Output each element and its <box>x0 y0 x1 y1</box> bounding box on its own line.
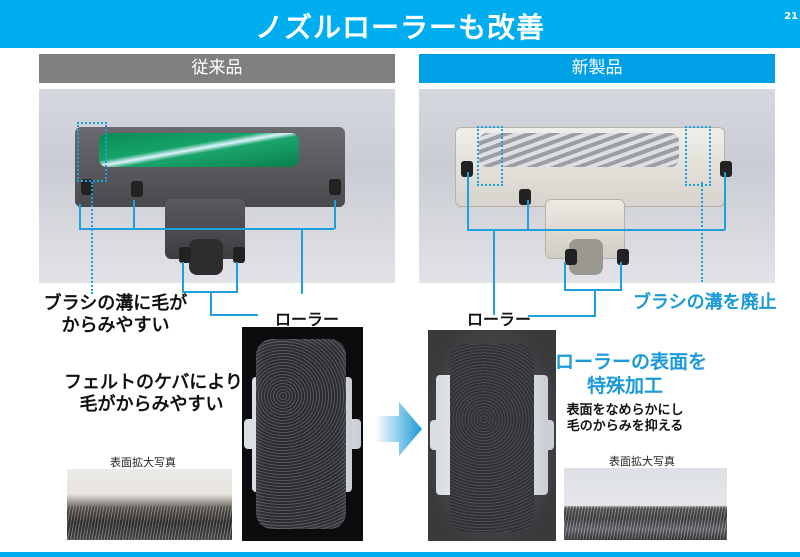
page-number: 21 <box>784 11 798 22</box>
callout-line <box>182 262 184 292</box>
old-surface-macro-photo <box>67 469 232 540</box>
nozzle-swivel <box>189 239 223 275</box>
bottom-bar <box>0 552 800 557</box>
roller-wheel <box>179 247 191 263</box>
callout-line <box>301 228 303 294</box>
brush-groove-removed-left <box>477 126 503 186</box>
old-brush-groove-note: ブラシの溝に毛が からみやすい <box>43 293 188 336</box>
new-macro-caption: 表面拡大写真 <box>609 455 675 468</box>
right-arrow-icon <box>375 402 422 456</box>
new-brush-groove-note: ブラシの溝を廃止 <box>633 292 777 313</box>
old-nozzle-photo <box>39 89 395 283</box>
new-roller-photo <box>428 330 556 541</box>
dotted-callout-line <box>701 182 703 282</box>
callout-line <box>467 172 469 230</box>
callout-line <box>594 289 596 316</box>
column-header-new-product: 新製品 <box>419 54 775 83</box>
old-felt-note: フェルトのケバにより 毛がからみやすい <box>64 372 243 415</box>
new-surface-headline: ローラーの表面を 特殊加工 <box>555 351 708 397</box>
callout-line <box>467 229 725 231</box>
new-roller-label: ローラー <box>467 310 532 329</box>
green-brush-roll <box>99 133 299 167</box>
brush-groove-highlight <box>77 122 107 182</box>
treated-roller-surface <box>450 344 534 532</box>
roller-wheel <box>565 249 577 265</box>
roller-wheel <box>617 249 629 265</box>
callout-line <box>620 262 622 290</box>
roller-wheel <box>233 247 245 263</box>
roller-wheel <box>461 161 473 177</box>
callout-line <box>528 315 596 317</box>
new-surface-macro-photo <box>564 468 727 540</box>
callout-line <box>564 289 622 291</box>
roller-wheel <box>329 179 341 195</box>
roller-wheel <box>720 161 732 177</box>
roller-wheel <box>519 189 531 205</box>
column-header-old-product: 従来品 <box>39 54 395 83</box>
old-roller-photo <box>242 327 363 541</box>
callout-line <box>133 200 135 229</box>
brush-groove-removed-right <box>685 126 711 186</box>
callout-line <box>79 204 81 229</box>
new-surface-description: 表面をなめらかにし 毛のからみを抑える <box>566 403 684 434</box>
old-roller-label: ローラー <box>275 310 340 329</box>
page-title: ノズルローラーも改善 <box>254 11 545 44</box>
callout-line <box>493 229 495 315</box>
roller-wheel <box>81 179 93 195</box>
callout-line <box>210 291 212 315</box>
title-bar: ノズルローラーも改善 21 <box>0 0 800 48</box>
callout-line <box>236 262 238 292</box>
callout-line <box>564 262 566 290</box>
felt-roller-surface <box>256 339 346 529</box>
gray-brush-roll <box>479 133 679 167</box>
callout-line <box>334 200 336 229</box>
callout-line <box>210 314 258 316</box>
callout-line <box>527 200 529 230</box>
callout-line <box>724 172 726 230</box>
roller-wheel <box>131 181 143 197</box>
new-nozzle-photo <box>419 89 775 283</box>
dotted-callout-line <box>91 182 93 294</box>
callout-line <box>79 228 334 230</box>
old-macro-caption: 表面拡大写真 <box>110 456 176 469</box>
